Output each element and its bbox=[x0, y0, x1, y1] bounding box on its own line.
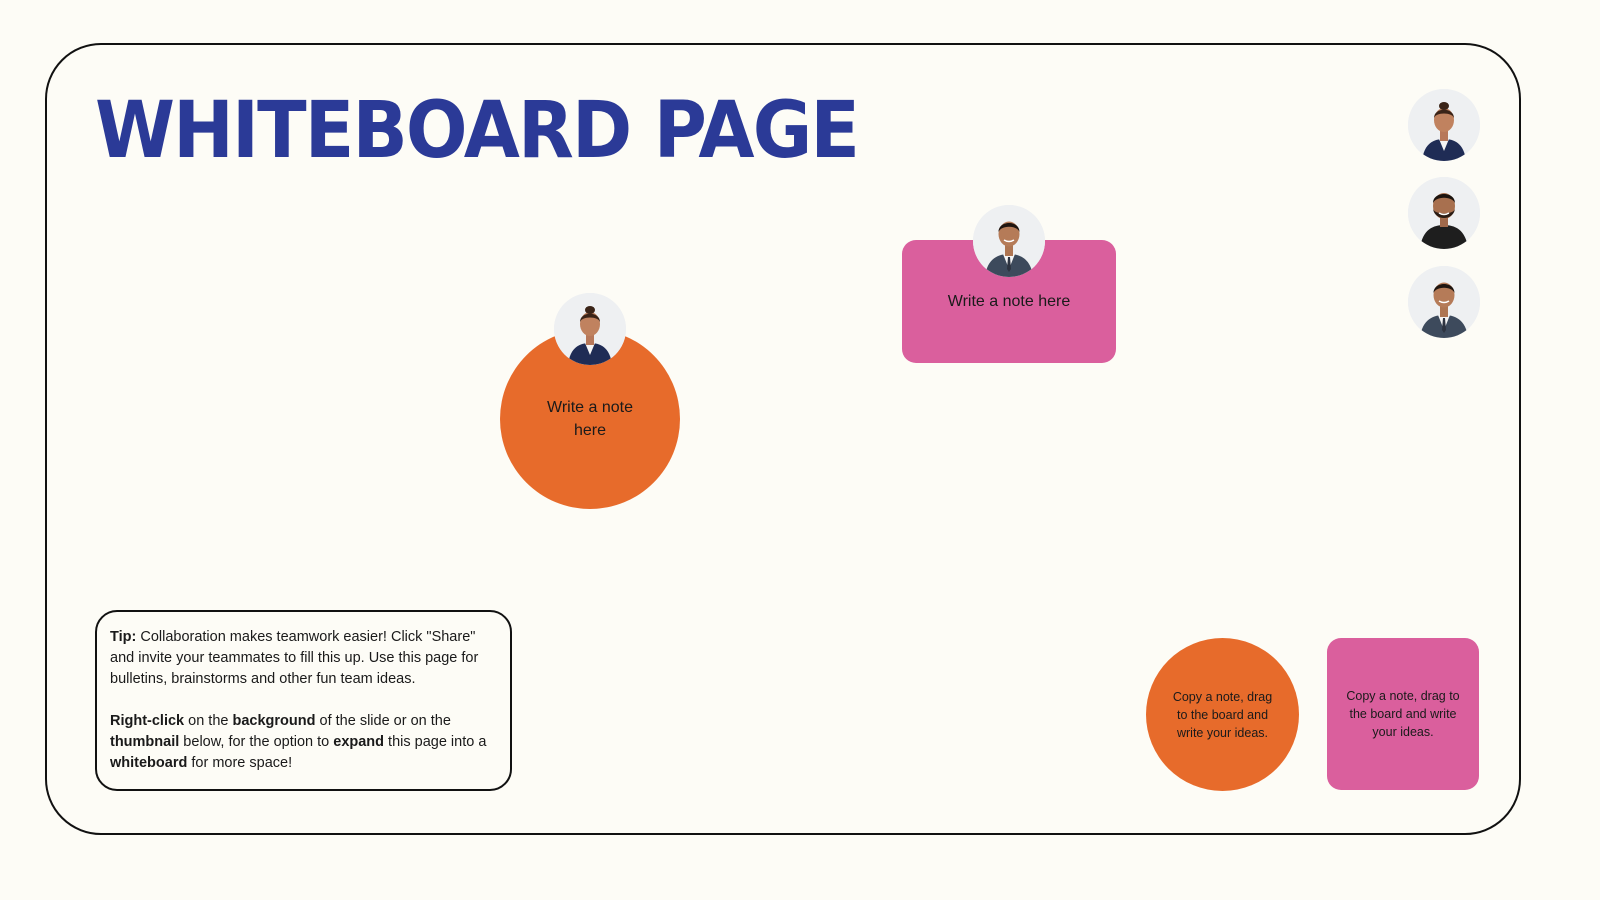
team-avatar-man-bearded[interactable] bbox=[1408, 177, 1480, 249]
tip-text: below, for the option to bbox=[179, 734, 334, 750]
tip-text: this page into a bbox=[384, 734, 487, 750]
tip-text: of the slide or on the bbox=[315, 713, 451, 729]
tip-bold-background: background bbox=[232, 713, 316, 729]
person-photo-icon bbox=[1408, 89, 1480, 161]
tip-bold-right-click: Right-click bbox=[110, 713, 185, 729]
tip-text: for more space! bbox=[187, 755, 293, 771]
page-title: WHITEBOARD PAGE bbox=[95, 86, 860, 176]
note-text: Write a note here bbox=[547, 399, 633, 439]
tip-label: Tip: bbox=[110, 629, 137, 645]
note-author-avatar-woman[interactable] bbox=[554, 293, 626, 365]
person-photo-icon bbox=[1408, 177, 1480, 249]
note-text: Write a note here bbox=[947, 292, 1071, 310]
tip-bold-expand: expand bbox=[333, 734, 385, 750]
note-author-avatar-man[interactable] bbox=[973, 205, 1045, 277]
note-text: Copy a note, drag to the board and write… bbox=[1172, 689, 1273, 740]
tip-text: Collaboration makes teamwork easier! Cli… bbox=[110, 629, 479, 687]
tip-bold-thumbnail: thumbnail bbox=[110, 734, 180, 750]
tip-bold-whiteboard: whiteboard bbox=[110, 755, 188, 771]
team-avatar-man-suit[interactable] bbox=[1408, 266, 1480, 338]
template-note-circle[interactable]: Copy a note, drag to the board and write… bbox=[1146, 638, 1299, 791]
tip-box: Tip: Collaboration makes teamwork easier… bbox=[95, 610, 512, 791]
person-photo-icon bbox=[973, 205, 1045, 277]
tip-text: on the bbox=[184, 713, 233, 729]
tip-paragraph-1: Tip: Collaboration makes teamwork easier… bbox=[110, 627, 498, 690]
person-photo-icon bbox=[554, 293, 626, 365]
tip-paragraph-2: Right-click on the background of the sli… bbox=[110, 711, 498, 774]
note-text: Copy a note, drag to the board and write… bbox=[1346, 689, 1460, 739]
template-note-rectangle[interactable]: Copy a note, drag to the board and write… bbox=[1327, 638, 1479, 790]
person-photo-icon bbox=[1408, 266, 1480, 338]
team-avatar-woman[interactable] bbox=[1408, 89, 1480, 161]
